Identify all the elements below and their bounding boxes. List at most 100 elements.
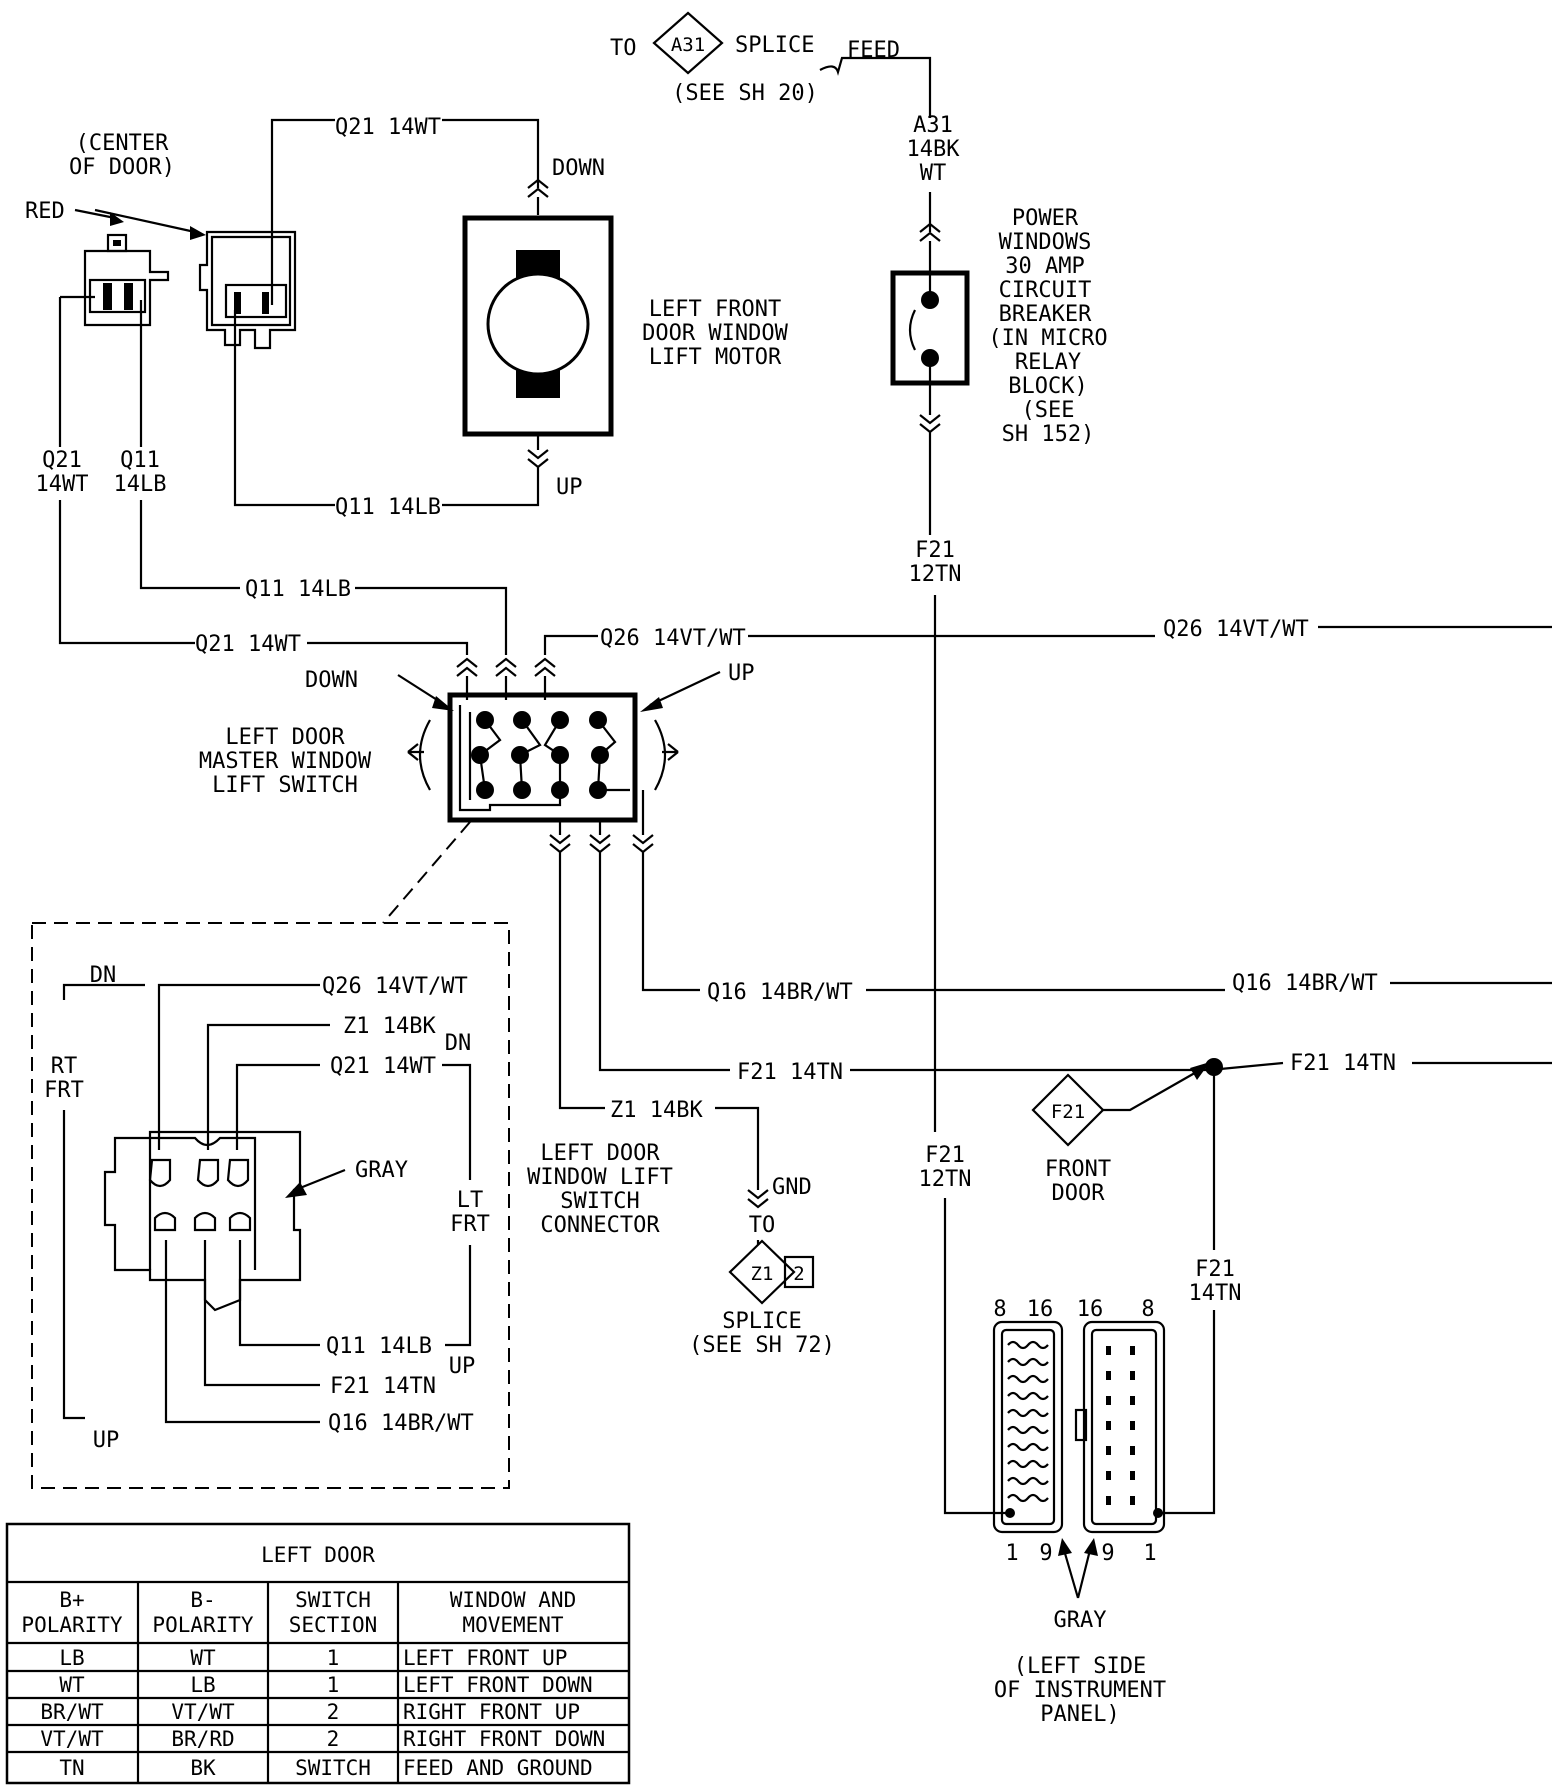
switch-output-1-icon	[549, 834, 571, 854]
splice-z1-see: (SEE SH 72)	[689, 1333, 835, 1358]
inset-dn-top: DN	[90, 963, 117, 988]
polarity-table: LEFT DOOR B+ POLARITY B- POLARITY SWITCH…	[5, 1522, 631, 1785]
motor-name-line-2: DOOR WINDOW	[642, 321, 788, 346]
master-q16-right-label: Q16 14BR/WT	[1232, 971, 1378, 996]
f21-12tn-upper-code: F21	[915, 538, 955, 563]
f21-wire-left	[598, 852, 730, 1072]
f21-14tn-vertical-code: F21	[1195, 1257, 1235, 1282]
ip-pin-label-8-left: 8	[993, 1297, 1006, 1322]
left-q21-wire-lower	[58, 500, 195, 645]
switch-output-2-icon	[589, 834, 611, 854]
inset-dn-right: DN	[445, 1031, 472, 1056]
inset-frt-label-right: FRT	[450, 1212, 490, 1237]
ip-pin-label-8-right: 8	[1141, 1297, 1154, 1322]
breaker-line-10: SH 152)	[1002, 422, 1095, 447]
feed-wire-gauge: 14BK	[907, 137, 961, 162]
left-q11-wire-lower	[139, 500, 240, 590]
table-header-window-2: MOVEMENT	[462, 1613, 564, 1637]
f21-12tn-lower-label: F21 12TN	[919, 1143, 972, 1192]
table-cell: 2	[327, 1700, 340, 1724]
f21-12tn-upper-gauge: 12TN	[909, 562, 962, 587]
red-arrow-2-icon	[190, 226, 206, 240]
splice-z1-splice: SPLICE	[722, 1309, 801, 1334]
ip-location-line-1: (LEFT SIDE	[1014, 1654, 1146, 1679]
left-q11-code: Q11	[120, 448, 160, 473]
left-q21-gauge: 14WT	[36, 472, 89, 497]
center-of-door-line-1: (CENTER	[76, 131, 169, 156]
switch-left-side-connector-icon	[407, 743, 424, 761]
master-q26-label: Q26 14VT/WT	[600, 626, 746, 651]
gnd-connector-icon	[747, 1189, 769, 1209]
inset-frt-label-left: FRT	[44, 1078, 84, 1103]
f21-12tn-upper-label: F21 12TN	[909, 538, 962, 587]
front-door-code: F21	[1051, 1101, 1085, 1123]
splice-a31: TO A31 SPLICE (SEE SH 20) FEED	[610, 11, 932, 118]
motor-q11-wire-right	[442, 467, 540, 507]
table-cell: RIGHT FRONT DOWN	[403, 1727, 605, 1751]
ip-pin-label-16-left: 16	[1027, 1297, 1054, 1322]
inset-z1-label: Z1 14BK	[343, 1014, 436, 1039]
table-cell: 1	[327, 1673, 340, 1697]
master-q11-label: Q11 14LB	[245, 577, 351, 602]
table-cell: TN	[59, 1756, 84, 1780]
table-header-switch-1: SWITCH	[295, 1588, 371, 1612]
master-switch-body	[447, 692, 638, 823]
switch-right-side-connector-icon	[662, 743, 679, 761]
left-q11-gauge: 14LB	[114, 472, 167, 497]
inset-connector-body	[103, 1130, 302, 1312]
table-cell: BK	[190, 1756, 216, 1780]
splice-a31-splice: SPLICE	[735, 33, 814, 58]
left-q21-code: Q21	[42, 448, 82, 473]
front-door-label-line-2: DOOR	[1052, 1181, 1106, 1206]
lift-motor	[462, 215, 614, 437]
breaker-line-1: POWER	[1012, 206, 1079, 231]
ip-location-line-3: PANEL)	[1040, 1702, 1119, 1727]
splice-a31-to: TO	[610, 36, 637, 61]
table-title: LEFT DOOR	[261, 1543, 375, 1567]
ip-connector-left-body	[992, 1320, 1064, 1534]
motor-up-label: UP	[556, 475, 583, 500]
ip-connector-color: GRAY	[1054, 1608, 1107, 1633]
inset-leader-line	[382, 821, 471, 924]
breaker-line-3: 30 AMP	[1005, 254, 1084, 279]
q16-wire-left	[641, 852, 700, 992]
inset-connector-detail: DN RT FRT UP Q26 14VT/WT Z1 14BK Q21 14W…	[44, 963, 490, 1453]
connector-name-label: LEFT DOOR WINDOW LIFT SWITCH CONNECTOR	[527, 1141, 673, 1238]
splice-z1-pin: 2	[793, 1263, 804, 1285]
table-header-bminus-2: POLARITY	[152, 1613, 254, 1637]
master-down-label: DOWN	[305, 668, 358, 693]
breaker-bottom-connector-icon	[919, 414, 941, 434]
f21-14tn-vertical-lower	[1158, 1310, 1216, 1515]
inset-q16-label: Q16 14BR/WT	[328, 1411, 474, 1436]
breaker-line-4: CIRCUIT	[999, 278, 1092, 303]
splice-z1: TO Z1 2 SPLICE (SEE SH 72)	[689, 1213, 835, 1358]
master-switch-name-line-2: MASTER WINDOW	[199, 749, 372, 774]
switch-input-3-icon	[534, 657, 556, 677]
table-header-window-1: WINDOW AND	[450, 1588, 576, 1612]
master-switch-name-line-3: LIFT SWITCH	[212, 773, 358, 798]
connector-name-line-4: CONNECTOR	[540, 1213, 660, 1238]
f21-12tn-lower-code: F21	[925, 1143, 965, 1168]
inset-lt-label: LT	[457, 1188, 484, 1213]
table-cell: BR/WT	[40, 1700, 104, 1724]
master-up-arrow-icon	[640, 697, 663, 712]
master-f21-label: F21 14TN	[737, 1060, 843, 1085]
motor-q21-wire-right	[442, 118, 540, 188]
connector-name-line-1: LEFT DOOR	[540, 1141, 660, 1166]
front-door-label-line-1: FRONT	[1045, 1157, 1111, 1182]
front-door-diamond	[1031, 1073, 1105, 1147]
switch-output-3-icon	[632, 834, 654, 854]
table-cell: WT	[190, 1646, 216, 1670]
master-f21-right-label: F21 14TN	[1290, 1051, 1396, 1076]
feed-wire-color: WT	[920, 161, 947, 186]
center-of-door-line-2: OF DOOR)	[69, 155, 175, 180]
splice-a31-code: A31	[671, 34, 705, 56]
inset-frame	[31, 922, 510, 1489]
table-cell: VT/WT	[171, 1700, 235, 1724]
inset-gray-label: GRAY	[355, 1158, 408, 1183]
f21-14tn-vertical-gauge: 14TN	[1189, 1281, 1242, 1306]
master-q26-right-label: Q26 14VT/WT	[1163, 617, 1309, 642]
table-cell: RIGHT FRONT UP	[403, 1700, 580, 1724]
master-switch	[407, 692, 679, 823]
